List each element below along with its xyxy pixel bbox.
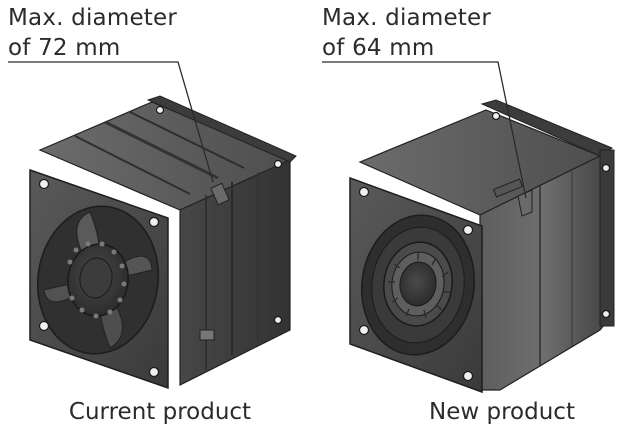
fan-new-icon	[349, 99, 615, 394]
callout-new-line2: of 64 mm	[322, 35, 435, 61]
caption-new-product: New product	[429, 399, 575, 425]
leader-line-new	[322, 61, 527, 199]
callout-current-line1: Max. diameter	[8, 5, 178, 31]
callout-new-line1: Max. diameter	[322, 5, 492, 31]
callout-current-line2: of 72 mm	[8, 35, 121, 61]
fan-current-icon	[29, 95, 297, 390]
leader-line-current	[8, 61, 214, 183]
caption-current-product: Current product	[68, 399, 252, 425]
